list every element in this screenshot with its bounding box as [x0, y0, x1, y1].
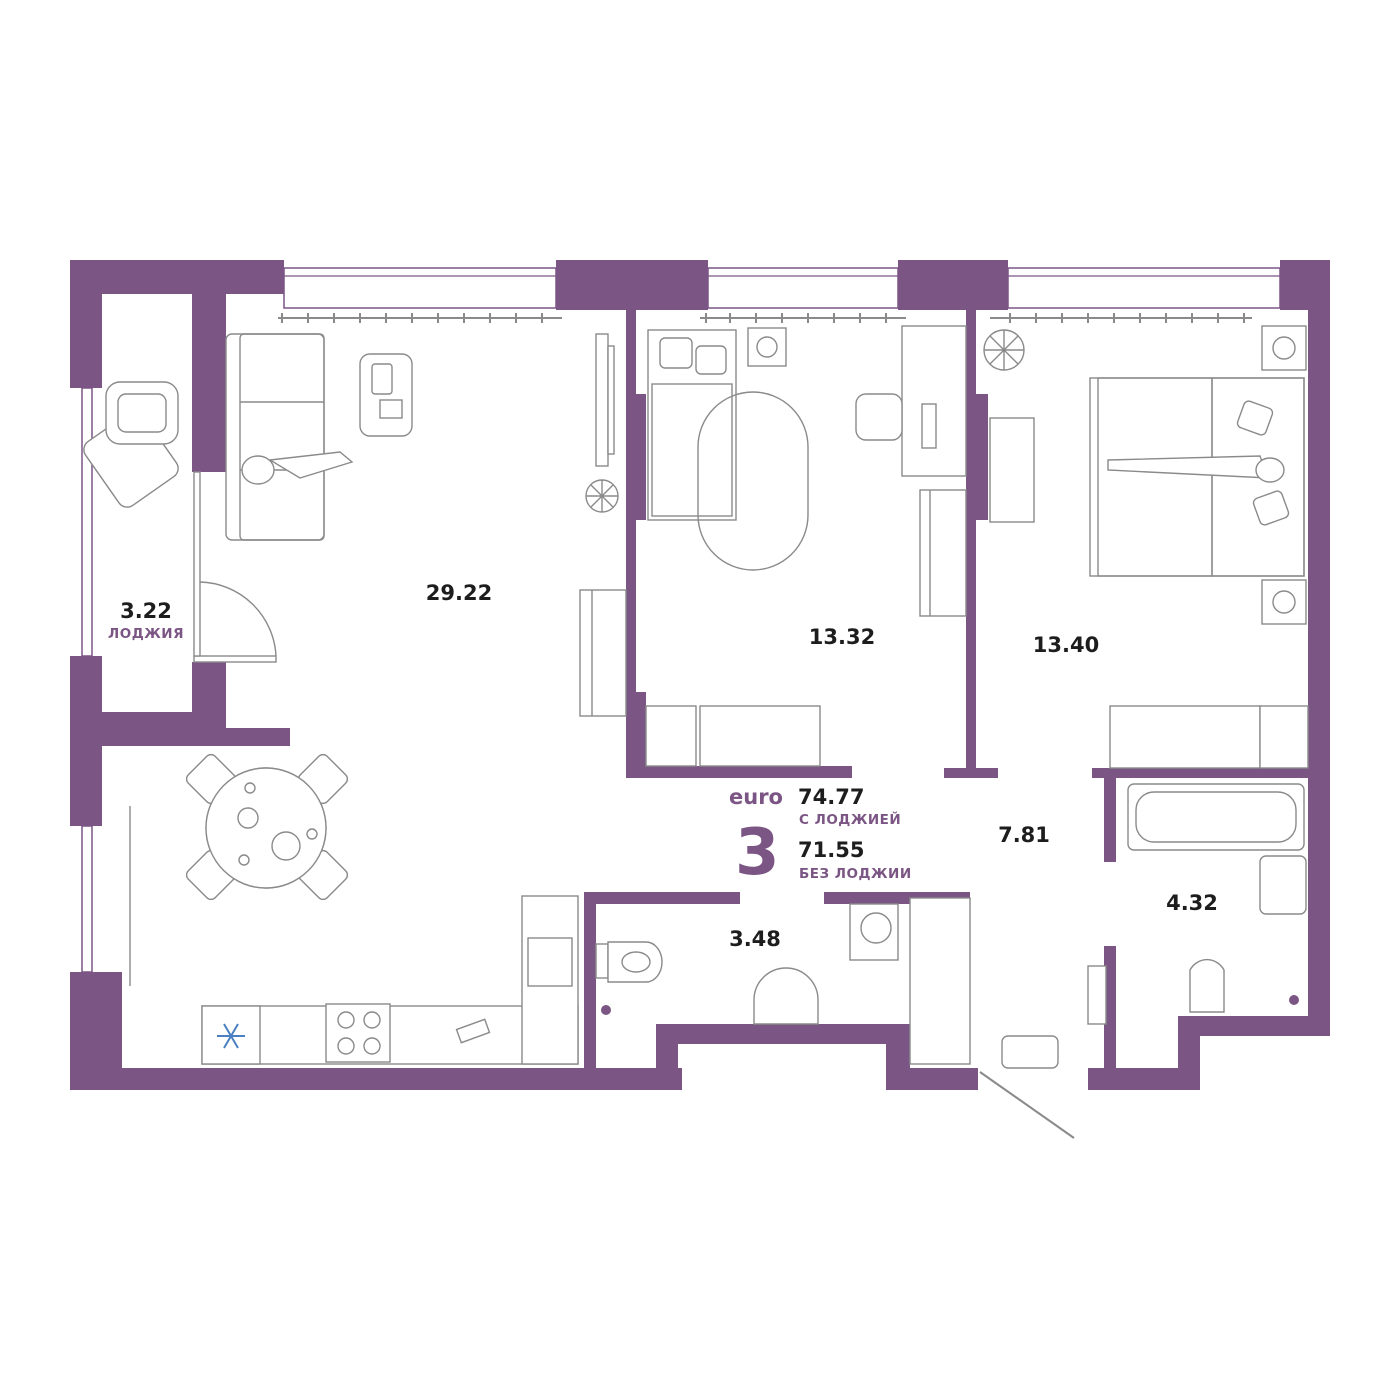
desk	[901, 325, 967, 477]
wall-top-left	[70, 260, 284, 294]
window-loggia	[81, 387, 93, 657]
cutting-board	[455, 1018, 491, 1044]
wall-top-pier-1	[556, 260, 708, 310]
door-loggia-swing	[199, 581, 277, 657]
person-on-sofa	[241, 455, 275, 485]
curtains	[278, 313, 1252, 323]
bedroom-middle-area: 13.32	[809, 625, 875, 649]
apartment-summary: euro 3 74.77 С ЛОДЖИЕЙ 71.55 БЕЗ ЛОДЖИИ	[729, 785, 912, 890]
wall-partition-2	[966, 310, 976, 776]
rooms-count: 3	[735, 816, 780, 890]
loggia-armchair	[105, 381, 179, 445]
floor-drain	[601, 1005, 611, 1015]
door-loggia-leaf	[193, 655, 277, 663]
wall-bath-bottom	[656, 1024, 910, 1044]
tv-unit	[595, 333, 609, 467]
coffee-table	[359, 353, 413, 437]
wall-bedroom-right-bottom	[1092, 768, 1308, 778]
bathroom-right-furniture	[1087, 783, 1307, 1025]
toilet	[1189, 958, 1225, 1013]
door-loggia-frame	[193, 471, 201, 657]
kitchen-furniture	[201, 895, 579, 1065]
wall-right	[1308, 260, 1330, 1036]
hall-mat	[1001, 1035, 1059, 1069]
plant-icon	[983, 329, 1025, 371]
plant-icon	[585, 479, 619, 513]
bathroom-left-area: 3.48	[729, 927, 781, 951]
hall-wardrobe	[909, 897, 971, 1065]
hallway-furniture	[909, 897, 1059, 1069]
bathtub	[1127, 783, 1305, 851]
desk-chair	[855, 393, 903, 441]
snowflake-icon	[217, 1023, 245, 1049]
area-without-loggia: 71.55	[798, 838, 864, 862]
without-loggia-label: БЕЗ ЛОДЖИИ	[799, 866, 912, 882]
floor-drain	[1289, 995, 1299, 1005]
room-labels: 3.22 ЛОДЖИЯ 29.22 13.32 13.40 7.81 3.48 …	[108, 581, 1218, 951]
washbasin	[753, 967, 819, 1025]
area-with-loggia: 74.77	[798, 785, 864, 809]
living-area: 29.22	[426, 581, 492, 605]
wall-left-1	[70, 260, 102, 388]
bedroom-right-furniture	[983, 325, 1309, 769]
doors	[193, 471, 1075, 1139]
wall-kitchen-top	[122, 728, 290, 746]
wall-bottom-entrance	[886, 1068, 978, 1090]
wall-bath-bottom-left-step	[656, 1024, 678, 1090]
nightstand	[1261, 325, 1307, 371]
radiator-right	[1109, 705, 1261, 769]
kitchen-sink	[527, 937, 573, 987]
loggia-area: 3.22	[120, 599, 172, 623]
loggia-label: ЛОДЖИЯ	[108, 626, 184, 642]
wall-loggia-right	[192, 260, 226, 472]
window-bedroom-right	[1007, 267, 1281, 309]
living-furniture	[225, 333, 627, 717]
wall-bath2-left-top	[1104, 778, 1116, 862]
with-loggia-label: С ЛОДЖИЕЙ	[799, 811, 901, 828]
window-kitchen	[81, 825, 93, 973]
sideboard	[579, 589, 627, 717]
bathroom-right-area: 4.32	[1166, 891, 1218, 915]
wardrobe-middle	[919, 489, 967, 617]
rug-oval	[697, 391, 809, 571]
bathroom-left-furniture	[595, 903, 899, 1025]
wall-bath2-bottom	[1178, 1016, 1330, 1036]
type-label: euro	[729, 785, 783, 809]
wall-partition-2-pier	[966, 394, 988, 520]
wall-bottom-left	[70, 1068, 682, 1090]
wall-top-pier-2	[898, 260, 1008, 310]
wall-bath1-top-left	[584, 892, 740, 904]
toilet	[607, 941, 663, 983]
radiator-middle	[699, 705, 821, 767]
wall-bath1-left	[584, 892, 596, 1068]
wall-partition-1-pier	[626, 394, 646, 520]
wardrobe-right	[989, 417, 1035, 523]
cooktop	[325, 1003, 391, 1063]
radiator-shelf	[645, 705, 697, 767]
wall-bedroom-middle-bottom	[626, 766, 852, 778]
loggia-furniture	[83, 381, 179, 508]
towel-rail	[1087, 965, 1107, 1025]
walls	[70, 260, 1330, 1090]
nightstand	[1261, 579, 1307, 625]
window-bedroom-middle	[707, 267, 899, 309]
wall-left-2	[70, 656, 102, 826]
entrance-door-leaf	[979, 1071, 1075, 1139]
wall-partition-1	[626, 310, 636, 778]
window-living	[283, 267, 557, 309]
bedroom-right-area: 13.40	[1033, 633, 1099, 657]
nightstand	[747, 327, 787, 367]
wall-bath2-left-bottom	[1104, 946, 1116, 1090]
hallway-area: 7.81	[998, 823, 1050, 847]
wall-partition-2-foot	[944, 768, 998, 778]
dining-furniture	[129, 753, 349, 986]
washbasin	[1259, 855, 1307, 915]
wall-partition-1-low	[626, 692, 646, 778]
bedroom-middle-furniture	[645, 325, 967, 767]
